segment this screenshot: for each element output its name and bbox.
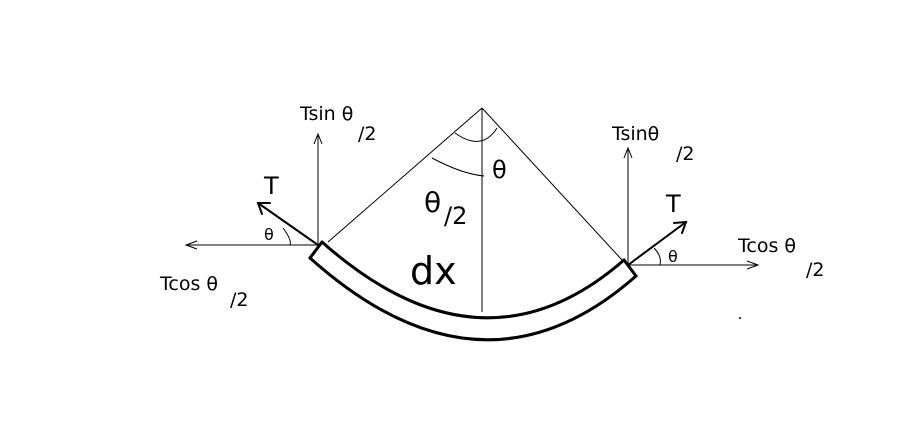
horizontal-arrowhead-right (746, 260, 760, 270)
vertical-label-left-frac: /2 (358, 123, 377, 145)
angle-label-right: θ (668, 247, 678, 266)
angle-label-left: θ (264, 225, 274, 244)
radius-line-left (327, 107, 483, 243)
horizontal-label-left: Tcos θ (159, 273, 218, 295)
angle-arc-left (282, 227, 291, 246)
angle-theta-label: θ (492, 156, 507, 184)
element-end-right (622, 258, 638, 278)
vertical-arrowhead-left (313, 132, 323, 145)
angle-half-theta-label: θ (424, 186, 441, 219)
tension-label-right: T (665, 190, 681, 218)
angle-arc-right (653, 247, 661, 266)
angle-arc-theta (454, 127, 498, 142)
tension-arrowhead-left (256, 202, 271, 215)
horizontal-label-left-frac: /2 (230, 289, 249, 311)
element-arc-inner (320, 240, 626, 320)
tension-label-left: T (263, 172, 279, 200)
horizontal-arrowhead-left (184, 240, 198, 250)
tension-vector-left (257, 202, 319, 246)
stray-dot (739, 317, 741, 319)
angle-arc-half-theta (431, 157, 485, 177)
element-end-left (308, 240, 324, 260)
vertical-label-right: Tsinθ (611, 123, 659, 145)
vertical-arrowhead-right (623, 146, 633, 159)
tension-arrowhead-right (673, 220, 688, 234)
radius-line-right (481, 107, 623, 261)
element-arc-outer (308, 256, 638, 342)
vertical-label-right-frac: /2 (676, 143, 695, 165)
vertical-label-left: Tsin θ (299, 103, 353, 125)
element-length-label: dx (410, 249, 457, 293)
horizontal-label-right: Tcos θ (737, 235, 796, 257)
angle-half-theta-frac: /2 (444, 202, 467, 230)
horizontal-label-right-frac: /2 (806, 259, 825, 281)
tension-vector-right (627, 221, 687, 266)
